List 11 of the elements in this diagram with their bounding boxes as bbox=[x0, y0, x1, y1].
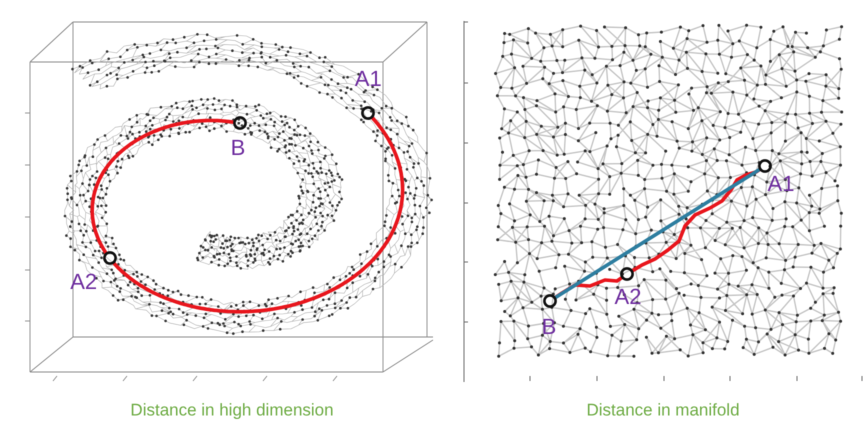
panel-caption: Distance in high dimension bbox=[130, 402, 334, 418]
point-label: A1 bbox=[354, 68, 382, 90]
point-label: A2 bbox=[70, 271, 98, 294]
point-label: A2 bbox=[614, 286, 642, 308]
point-label: B bbox=[542, 316, 556, 338]
path-line bbox=[112, 116, 404, 314]
straight-line bbox=[554, 168, 762, 300]
path-line bbox=[90, 118, 236, 255]
point-label: B bbox=[230, 137, 246, 160]
panel-caption: Distance in manifold bbox=[586, 402, 740, 418]
point-label: A1 bbox=[768, 173, 794, 195]
